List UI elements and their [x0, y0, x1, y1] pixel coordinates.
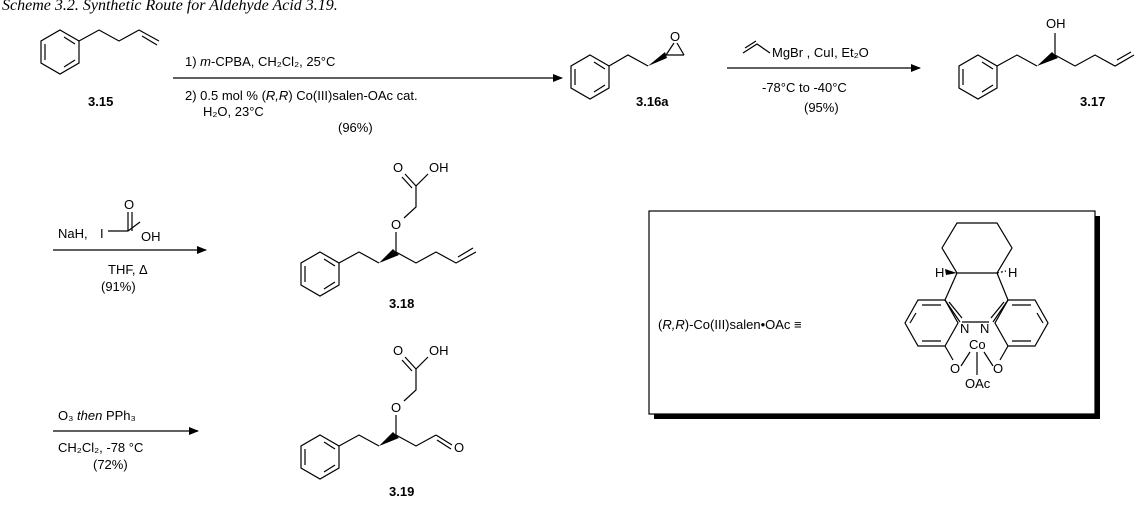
- label-3-18: 3.18: [389, 296, 414, 311]
- catalyst-box: (R,R)-Co(III)salen•OAc ≡ H H N N Co: [648, 210, 1100, 419]
- step1-line3: H₂O, 23°C: [203, 104, 264, 119]
- step3-yield: (91%): [101, 279, 136, 294]
- atom-n-right: N: [980, 321, 989, 336]
- step2-yield: (95%): [804, 100, 839, 115]
- step1-line1: 1) m-CPBA, CH₂Cl₂, 25°C: [185, 54, 335, 69]
- catalyst-box-frame: [648, 210, 1096, 415]
- atom-o-ether-3-18: O: [391, 217, 401, 232]
- compound-3-18: O O OH 3.18: [300, 160, 477, 311]
- compound-3-17: OH 3.17: [958, 16, 1135, 109]
- label-3-15: 3.15: [88, 94, 113, 109]
- label-3-19: 3.19: [389, 484, 414, 499]
- step4-cond: CH₂Cl₂, -78 °C: [58, 440, 143, 455]
- atom-o-epoxide: O: [670, 29, 680, 44]
- salen-structure: H H N N Co: [904, 222, 1049, 391]
- step1-yield: (96%): [338, 120, 373, 135]
- atom-n-left: N: [960, 321, 969, 336]
- atom-o-ether-3-19: O: [391, 400, 401, 415]
- atom-o-carbonyl-3-18: O: [393, 160, 403, 175]
- scheme-caption: Scheme 3.2. Synthetic Route for Aldehyde…: [2, 0, 338, 14]
- compound-3-16a: O 3.16a: [570, 29, 685, 109]
- iodoacetic-acid-chain: [108, 221, 141, 232]
- catalyst-label: (R,R)-Co(III)salen•OAc ≡: [658, 317, 802, 332]
- step2-reagent: MgBr , CuI, Et₂O: [772, 45, 869, 60]
- step3-solvent: THF, Δ: [108, 262, 148, 277]
- atom-h-left: H: [935, 265, 944, 280]
- label-3-16a: 3.16a: [636, 94, 669, 109]
- atom-oac: OAc: [965, 376, 991, 391]
- atom-o-carbonyl-3-19: O: [393, 343, 403, 358]
- compound-3-19: O O O OH 3.19: [300, 343, 464, 499]
- atom-h-right: H: [1008, 265, 1017, 280]
- atom-o-phenoxide-left: O: [950, 361, 960, 376]
- atom-oh-3-17: OH: [1046, 16, 1066, 31]
- atom-o-aldehyde-3-19: O: [454, 440, 464, 455]
- atom-o-phenoxide-right: O: [993, 361, 1003, 376]
- step4-reagent: O₃ then PPh₃: [58, 408, 136, 423]
- step3-naH: NaH,: [58, 226, 88, 241]
- label-3-17: 3.17: [1080, 94, 1105, 109]
- vinyl-group-icon: [742, 43, 771, 54]
- atom-oh-iodoacetic: OH: [141, 229, 161, 244]
- atom-oh-3-19: OH: [429, 343, 449, 358]
- atom-oh-3-18: OH: [429, 160, 449, 175]
- step2-temp: -78°C to -40°C: [762, 80, 847, 95]
- atom-o-iodoacetic: O: [124, 197, 134, 212]
- step4-yield: (72%): [93, 457, 128, 472]
- step3-iodo: I: [100, 226, 104, 241]
- compound-3-15: 3.15: [40, 29, 160, 109]
- atom-co: Co: [969, 337, 986, 352]
- step1-line2: 2) 0.5 mol % (R,R) Co(III)salen-OAc cat.: [185, 88, 418, 103]
